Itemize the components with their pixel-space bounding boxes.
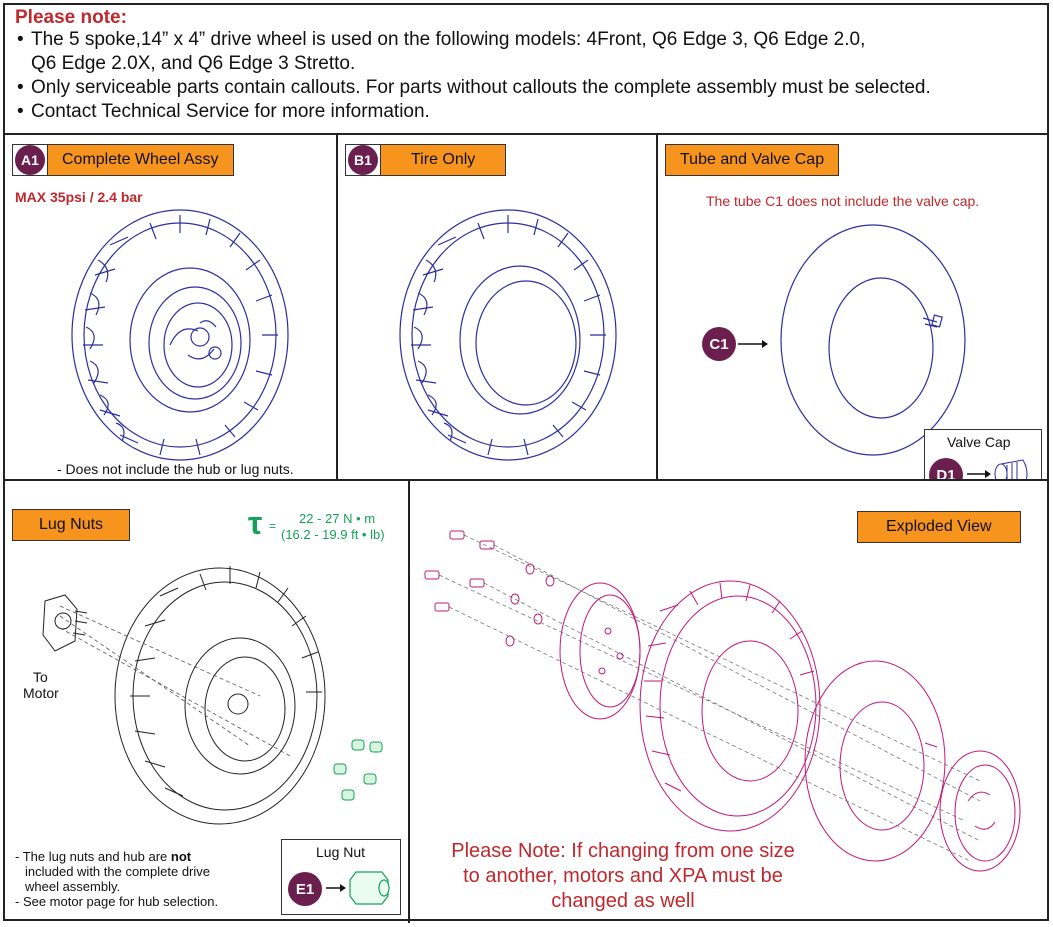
note-bullet: Contact Technical Service for more infor… — [15, 100, 1037, 124]
part-label: Tire Only — [380, 144, 507, 176]
callout-badge: A1 — [15, 145, 45, 175]
inset-title: Valve Cap — [947, 434, 1011, 450]
valve-cap-inset: Valve Cap D1 — [924, 429, 1042, 479]
diagram-frame: Please note: The 5 spoke,14” x 4” drive … — [3, 3, 1049, 923]
note-section: Please note: The 5 spoke,14” x 4” drive … — [5, 5, 1047, 135]
note-list: The 5 spoke,14” x 4” drive wheel is used… — [15, 28, 1037, 124]
lug-notes: - The lug nuts and hub are not included … — [15, 849, 219, 909]
part-tag-a1[interactable]: A1 Complete Wheel Assy — [12, 144, 234, 176]
wheel-drawing — [71, 209, 289, 461]
torque-value-ftlb: (16.2 - 19.9 ft • lb) — [281, 527, 385, 542]
wheel-footnote: - Does not include the hub or lug nuts. — [57, 461, 294, 477]
part-tag-b1[interactable]: B1 Tire Only — [345, 144, 507, 176]
wheel-lug-drawing — [59, 566, 326, 825]
note-title: Please note: — [15, 7, 127, 28]
panel-tire-only: B1 Tire Only — [338, 135, 658, 481]
callout-badge: B1 — [348, 145, 378, 175]
part-tag-exploded-view[interactable]: Exploded View — [857, 511, 1021, 543]
tube-note: The tube C1 does not include the valve c… — [706, 193, 980, 209]
size-change-warning: Please Note: If changing from one size t… — [451, 840, 795, 912]
hub-drawing — [42, 594, 88, 652]
panel-tube-valve-cap: Tube and Valve Cap The tube C1 does not … — [658, 135, 1047, 481]
to-motor-label-2: Motor — [23, 685, 59, 701]
note-bullet: The 5 spoke,14” x 4” drive wheel is used… — [15, 28, 1037, 76]
to-motor-label-1: To — [33, 669, 48, 685]
callout-badge-e1[interactable]: E1 — [288, 872, 322, 906]
part-tag-tube[interactable]: Tube and Valve Cap — [665, 144, 840, 176]
part-label: Tube and Valve Cap — [665, 144, 840, 176]
inner-tube-drawing — [780, 224, 966, 456]
part-label: Exploded View — [857, 511, 1021, 543]
panel-complete-wheel: A1 Complete Wheel Assy MAX 35psi / 2.4 b… — [5, 135, 338, 481]
arrow-icon — [738, 340, 768, 348]
panel-lug-nuts: Lug Nuts τ = 22 - 27 N • m (16.2 - 19.9 … — [5, 481, 410, 923]
part-tag-lug-nuts[interactable]: Lug Nuts — [12, 509, 131, 541]
note-bullet: Only serviceable parts contain callouts.… — [15, 76, 1037, 100]
lug-nut-icon — [326, 871, 390, 905]
lug-nut-inset: Lug Nut E1 — [281, 839, 401, 915]
exploded-assembly-drawing — [424, 530, 1021, 872]
panel-exploded-view: Exploded View — [410, 481, 1047, 923]
torque-equals: = — [269, 519, 277, 533]
torque-symbol: τ — [248, 505, 263, 541]
note-bullet-continued: Q6 Edge 2.0X, and Q6 Edge 3 Stretto. — [31, 53, 356, 74]
part-label: Complete Wheel Assy — [47, 144, 234, 176]
valve-cap-icon — [967, 459, 1028, 479]
pressure-rating: MAX 35psi / 2.4 bar — [15, 189, 143, 205]
lug-nuts-drawing — [333, 739, 383, 801]
part-label: Lug Nuts — [12, 509, 131, 541]
torque-value-nm: 22 - 27 N • m — [299, 511, 376, 526]
callout-badge-c1[interactable]: C1 — [702, 327, 736, 361]
inset-title: Lug Nut — [316, 844, 366, 860]
tire-drawing — [399, 209, 617, 461]
callout-badge-d1[interactable]: D1 — [929, 458, 963, 479]
